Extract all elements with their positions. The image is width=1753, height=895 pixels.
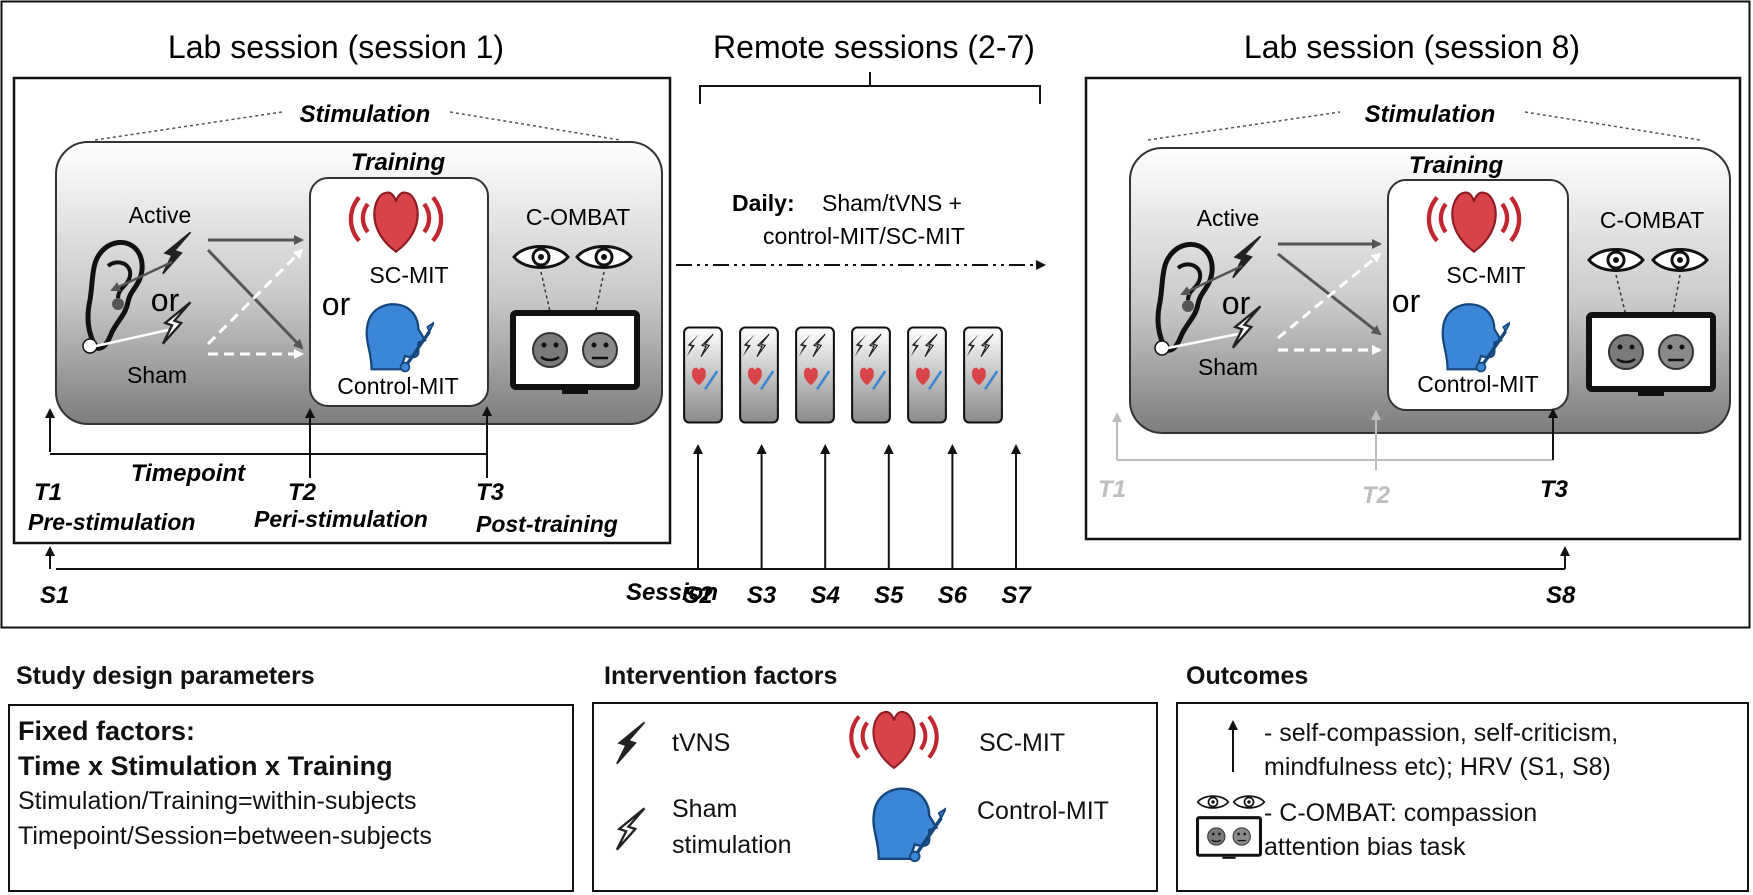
lab1-active-to-ear-arrow <box>110 260 173 292</box>
lab8-sham-to-scmit-arrow <box>1277 252 1382 340</box>
design-within-subjects: Stimulation/Training=within-subjects <box>18 787 417 815</box>
lab1-t3-label: T3 <box>476 479 505 506</box>
lab1-or-label-2: or <box>322 286 351 322</box>
lab8-t3-label: T3 <box>1540 476 1569 503</box>
lab1-timepoint-label: Timepoint <box>131 460 246 487</box>
outer-frame <box>0 0 1751 629</box>
remote-daily-line2: control-MIT/SC-MIT <box>763 223 965 249</box>
lab1-t2-desc: Peri-stimulation <box>254 506 428 532</box>
intervention-controlmit: Control-MIT <box>977 797 1109 825</box>
remote-session-label-s2: S2 <box>683 582 713 609</box>
intervention-sham-line2: stimulation <box>672 831 792 859</box>
lab8-scmit-label: SC-MIT <box>1446 262 1525 288</box>
design-panel-title: Study design parameters <box>16 662 315 690</box>
lab1-sham-to-scmit-arrow <box>206 248 304 346</box>
lab1-stimulation-label: Stimulation <box>300 101 431 128</box>
remote-session-label: Session <box>626 579 718 606</box>
lab1-eye-icon-right <box>575 245 633 269</box>
remote-session-label-s5: S5 <box>874 582 904 609</box>
design-between-subjects: Timepoint/Session=between-subjects <box>18 822 432 850</box>
outcomes-panel-title: Outcomes <box>1186 662 1309 690</box>
lab8-title: Lab session (session 8) <box>1244 29 1580 65</box>
lab8-sham-to-ear-line <box>1167 332 1239 350</box>
remote-bracket <box>699 72 1041 104</box>
lab1-t1-label: T1 <box>34 479 62 506</box>
lab1-sham-to-ear-line <box>95 328 169 348</box>
outcome-1-line1: - self-compassion, self-criticism, <box>1264 719 1619 747</box>
s1-label: S1 <box>40 582 69 609</box>
lab8-sham-electrode-icon <box>1154 340 1170 356</box>
remote-sessions: Remote sessions (2-7) Daily: Sham/tVNS +… <box>626 29 1046 609</box>
lab8-t1-label: T1 <box>1098 476 1126 503</box>
outcome-2-line1: - C-OMBAT: compassion <box>1264 799 1538 827</box>
lab1-active-label: Active <box>129 202 192 228</box>
lab8-active-label: Active <box>1197 205 1260 231</box>
lab1-training-label: Training <box>351 149 446 176</box>
lab8-or-label-2: or <box>1392 283 1421 319</box>
lab1-controlmit-label: Control-MIT <box>337 373 458 399</box>
remote-session-label-s3: S3 <box>747 582 777 609</box>
lab8-eye-icon-left <box>1587 248 1645 272</box>
lab1-eye-icon-left <box>512 245 570 269</box>
remote-daily-line1: Sham/tVNS + <box>822 190 962 216</box>
lab8-controlmit-label: Control-MIT <box>1417 371 1538 397</box>
outcome-2-line2: attention bias task <box>1264 833 1466 861</box>
remote-session-label-s7: S7 <box>1001 582 1032 609</box>
lab-session-1: Lab session (session 1) Stimulation Trai… <box>12 29 672 545</box>
lab1-t1-desc: Pre-stimulation <box>28 509 195 535</box>
remote-session-cards <box>682 326 1004 424</box>
lab1-combat-label: C-OMBAT <box>526 204 630 230</box>
intervention-sham-line1: Sham <box>672 795 738 823</box>
lab8-active-to-ear-arrow <box>1180 264 1243 296</box>
lab1-title: Lab session (session 1) <box>168 29 504 65</box>
lab1-sham-electrode-icon <box>82 338 98 354</box>
remote-session-card-s7 <box>962 326 1004 424</box>
design-factors-formula: Time x Stimulation x Training <box>18 751 393 781</box>
lab1-or-label-1: or <box>151 282 180 318</box>
lab8-sham-label: Sham <box>1198 354 1258 380</box>
lab1-tablet-icon <box>513 313 637 394</box>
intervention-scmit: SC-MIT <box>979 729 1066 757</box>
remote-daily-label: Daily: <box>732 190 795 216</box>
lab8-combat-label: C-OMBAT <box>1600 207 1704 233</box>
outcome-1-line2: mindfulness etc); HRV (S1, S8) <box>1264 753 1611 781</box>
outcomes-panel: - self-compassion, self-criticism, mindf… <box>1176 702 1749 892</box>
lab1-t3-desc: Post-training <box>476 511 618 537</box>
lab8-t2-label: T2 <box>1362 482 1391 509</box>
remote-session-card-s5 <box>850 326 892 424</box>
lab8-eye-icon-right <box>1651 248 1709 272</box>
intervention-panel-title: Intervention factors <box>604 662 838 690</box>
lab8-or-label-1: or <box>1222 285 1251 321</box>
remote-session-label-s6: S6 <box>938 582 968 609</box>
lab8-stimulation-label: Stimulation <box>1365 101 1496 128</box>
remote-session-arrows <box>693 444 1021 569</box>
remote-title: Remote sessions (2-7) <box>713 29 1035 65</box>
intervention-panel: tVNS Sham stimulation SC-MIT Control-MIT <box>592 702 1158 892</box>
lab1-stimulation-bracket <box>94 111 621 141</box>
remote-session-card-s2 <box>682 326 724 424</box>
design-fixed-factors: Fixed factors: <box>18 716 196 746</box>
lab1-scmit-label: SC-MIT <box>369 262 448 288</box>
lab8-tablet-icon <box>1589 315 1713 396</box>
intervention-tvns: tVNS <box>672 729 731 757</box>
lab-session-8: Lab session (session 8) Stimulation Trai… <box>1084 29 1742 541</box>
remote-session-card-s4 <box>794 326 836 424</box>
lab8-active-to-control-arrow <box>1277 252 1382 336</box>
remote-session-card-s3 <box>738 326 780 424</box>
s8-label: S8 <box>1546 582 1576 609</box>
design-panel: Fixed factors: Time x Stimulation x Trai… <box>8 704 574 892</box>
remote-session-label-s4: S4 <box>811 582 840 609</box>
remote-session-labels: S2 S3 S4 S5 S6 S7 <box>683 582 1032 609</box>
remote-session-card-s6 <box>906 326 948 424</box>
lab1-sham-label: Sham <box>127 362 187 388</box>
lab8-stimulation-bracket <box>1147 111 1701 141</box>
lab8-training-label: Training <box>1409 152 1504 179</box>
lab1-t2-label: T2 <box>288 479 317 506</box>
